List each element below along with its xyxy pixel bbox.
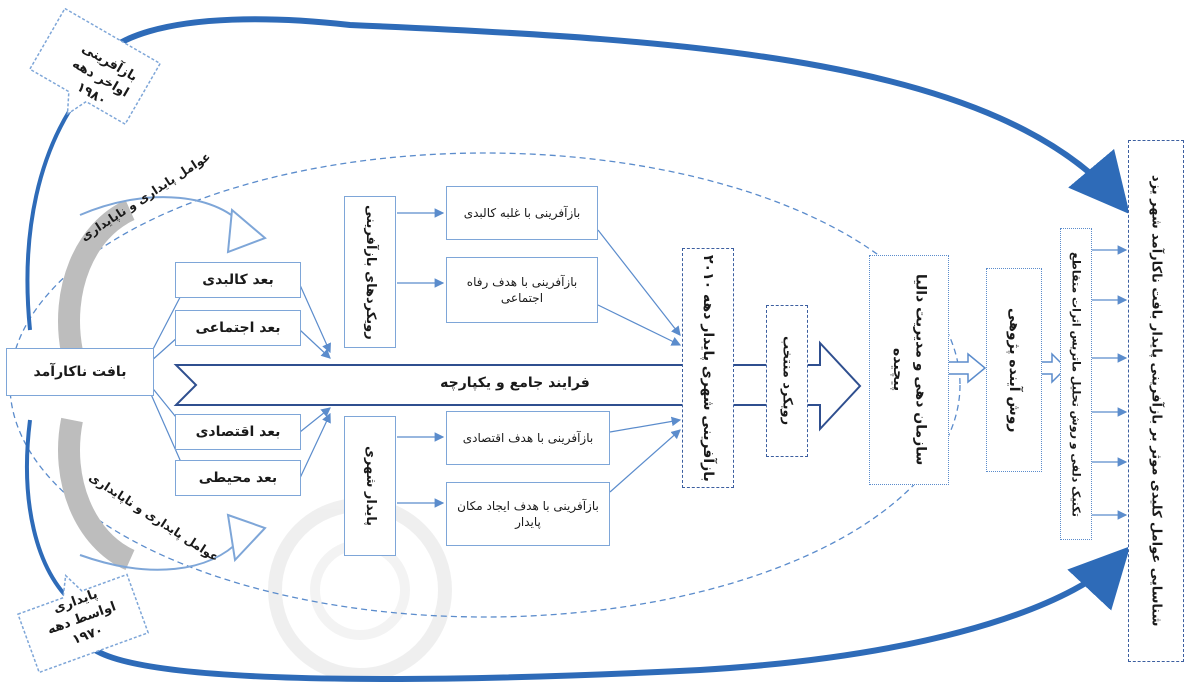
hollow-arrow-2 xyxy=(1039,352,1068,384)
regen-place-box: بازآفرینی با هدف ایجاد مکان پایدار xyxy=(446,482,610,546)
decayed-fabric-label: بافت ناکارآمد xyxy=(33,363,127,380)
dims-to-process-arrows xyxy=(299,284,331,479)
approaches-box: رویکردهای بازآفرینی xyxy=(344,196,396,348)
delphi-mic-box: تکنیک دلفی و روش تحلیل ماتریس اثرات متقا… xyxy=(1060,228,1092,540)
approaches-label: رویکردهای بازآفرینی xyxy=(362,204,378,340)
hollow-arrowhead-bottom xyxy=(226,513,267,563)
urban-sustainable-box: پایدار شهری xyxy=(344,416,396,556)
regen-physical-box: بازآفرینی با غلبه کالبدی xyxy=(446,186,598,240)
regen-social-box: بازآفرینی با هدف رفاه اجتماعی xyxy=(446,257,598,323)
approach-arrows xyxy=(397,208,445,508)
dim-environmental-box: بعد محیطی xyxy=(175,460,301,496)
dim-physical-label: بعد کالبدی xyxy=(202,271,274,288)
callout-1980-shape xyxy=(28,7,162,126)
gray-arc-bottom xyxy=(58,417,135,571)
dim-economic-label: بعد اقتصادی xyxy=(195,423,281,440)
regen-physical-label: بازآفرینی با غلبه کالبدی xyxy=(463,205,581,220)
integrated-process-label: فرایند جامع و یکپارچه xyxy=(440,375,590,391)
key-factors-label: شناسایی عوامل کلیدی موثر بر بازآفرینی پا… xyxy=(1148,175,1164,627)
decayed-fabric-box: بافت ناکارآمد xyxy=(6,348,154,396)
futures-method-box: روش آینده پژوهی xyxy=(986,268,1042,472)
bottom-left-arc xyxy=(25,419,77,607)
regen-social-label: بازآفرینی با هدف رفاه اجتماعی xyxy=(466,274,578,305)
regen-economic-label: بازآفرینی با هدف اقتصادی xyxy=(462,430,594,445)
regen-economic-box: بازآفرینی با هدف اقتصادی xyxy=(446,411,610,465)
dim-economic-box: بعد اقتصادی xyxy=(175,414,301,450)
hollow-arrow-bottom xyxy=(79,539,241,571)
bottom-outer-arc xyxy=(93,546,1131,682)
selected-approach-label: رویکرد منتخب xyxy=(779,336,795,426)
sustainable-regen-2010-box: بازآفرینی شهری پایدار دهه ۲۰۱۰ xyxy=(682,248,734,488)
dim-physical-box: بعد کالبدی xyxy=(175,262,301,298)
regen-to-center-arrows xyxy=(597,229,682,493)
hollow-arrow-1 xyxy=(947,352,987,384)
gray-arc-top xyxy=(58,199,135,355)
top-left-arc xyxy=(25,93,82,331)
key-factors-box: شناسایی عوامل کلیدی موثر بر بازآفرینی پا… xyxy=(1128,140,1184,662)
dim-social-label: بعد اجتماعی xyxy=(195,319,281,336)
sustainable-regen-2010-label: بازآفرینی شهری پایدار دهه ۲۰۱۰ xyxy=(700,254,716,482)
selected-approach-box: رویکرد منتخب xyxy=(766,305,808,457)
regen-place-label: بازآفرینی با هدف ایجاد مکان پایدار xyxy=(457,498,599,529)
dim-environmental-label: بعد محیطی xyxy=(198,469,278,486)
process-arrow xyxy=(173,340,862,432)
dim-social-box: بعد اجتماعی xyxy=(175,310,301,346)
complex-system-label: سازمان دهی و مدیریت دالیا پیچیده xyxy=(890,274,929,466)
futures-method-label: روش آینده پژوهی xyxy=(1006,307,1022,433)
urban-sustainable-label: پایدار شهری xyxy=(362,446,378,526)
hollow-arrowhead-top xyxy=(226,207,267,254)
delphi-mic-label: تکنیک دلفی و روش تحلیل ماتریس اثرات متقا… xyxy=(1069,251,1083,517)
delphi-to-factors-arrows xyxy=(1090,245,1128,520)
top-outer-arc xyxy=(90,16,1130,215)
callout-1970-shape xyxy=(17,573,150,674)
complex-system-box: سازمان دهی و مدیریت دالیا پیچیده xyxy=(869,255,949,485)
